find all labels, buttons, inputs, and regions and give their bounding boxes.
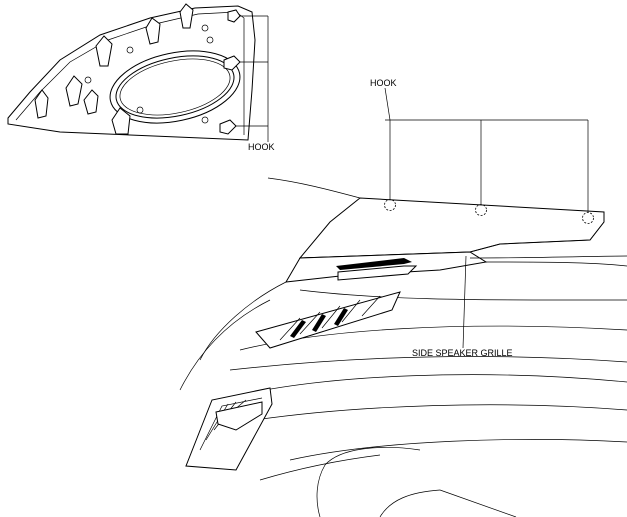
dashboard-main <box>179 177 627 517</box>
grille-leader <box>462 255 467 349</box>
side-speaker-grille-label: SIDE SPEAKER GRILLE <box>412 348 513 358</box>
hook-leader-detail <box>236 15 269 142</box>
grille-back-detail <box>7 3 256 141</box>
hook-leader-main <box>384 87 589 212</box>
hook-detail-label: HOOK <box>248 142 275 152</box>
hook-main-label: HOOK <box>370 78 397 88</box>
